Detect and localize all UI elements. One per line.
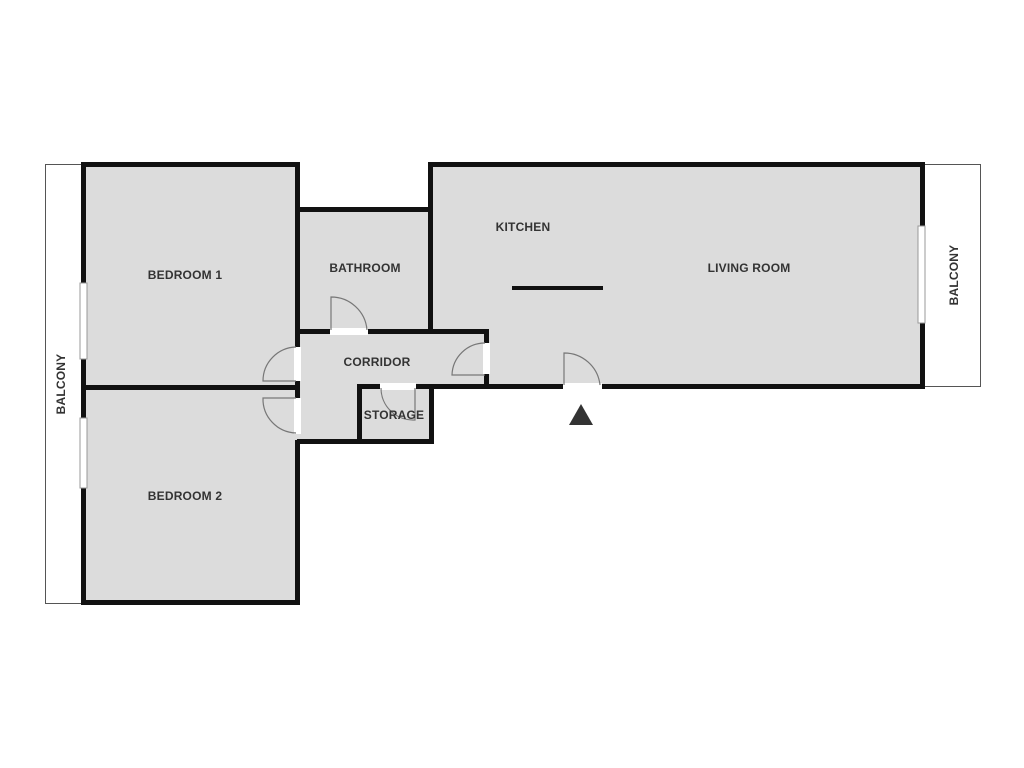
room-label-bedroom-1: BEDROOM 1 — [147, 268, 223, 282]
room-label-living-room: LIVING ROOM — [707, 261, 791, 275]
bedroom-2-area — [83, 388, 297, 603]
room-label-balcony-left: BALCONY — [54, 353, 68, 415]
kitchen-living-area — [430, 164, 923, 386]
room-label-bedroom-2: BEDROOM 2 — [147, 489, 223, 503]
room-label-corridor: CORRIDOR — [343, 355, 411, 369]
window-living-room — [917, 225, 926, 324]
room-label-kitchen: KITCHEN — [495, 220, 551, 234]
bedroom-1-area — [83, 164, 297, 388]
doors — [262, 296, 602, 434]
corridor-lower-area — [297, 386, 359, 443]
window-bedroom-1 — [79, 282, 88, 360]
bathroom-area — [297, 209, 430, 331]
window-bedroom-2 — [79, 417, 88, 489]
entrance-arrow-icon — [569, 404, 593, 425]
balcony-right-area — [922, 164, 981, 387]
room-label-bathroom: BATHROOM — [329, 261, 401, 275]
room-label-balcony-right: BALCONY — [947, 244, 961, 306]
room-label-storage: STORAGE — [363, 408, 425, 422]
balcony-left-area — [45, 164, 84, 604]
